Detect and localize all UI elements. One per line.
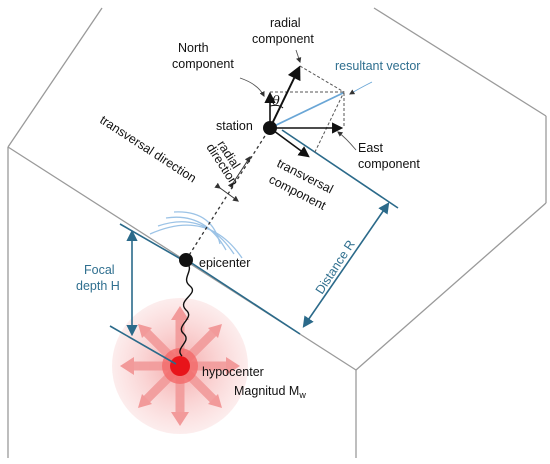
theta-arc	[269, 104, 284, 109]
label-focal-2: depth H	[76, 279, 120, 293]
ne-dashed-box	[270, 91, 345, 128]
block-top-right-edge	[373, 7, 547, 117]
label-east-2: component	[358, 157, 420, 171]
epicenter-marker	[179, 253, 193, 267]
rupture-path	[179, 261, 193, 357]
label-focal-1: Focal	[84, 263, 115, 277]
radial-component-vector	[269, 65, 301, 129]
label-north-1: North	[178, 41, 209, 55]
radial-direction-arrow	[227, 155, 251, 189]
wave-arcs	[149, 211, 243, 259]
magnitude-subscript: w	[298, 390, 306, 400]
label-magnitude: Magnitud Mw	[234, 384, 306, 400]
station-marker	[263, 121, 277, 135]
label-epicenter: epicenter	[199, 256, 250, 270]
focal-depth-dimension	[109, 223, 187, 365]
label-station: station	[216, 119, 253, 133]
transversal-component-vector	[269, 127, 310, 158]
label-radial-comp-2: component	[252, 32, 314, 46]
resultant-vector	[269, 92, 344, 129]
label-hypocenter: hypocenter	[202, 365, 264, 379]
block-right-top-edge	[355, 202, 547, 371]
hypocenter-rupture	[112, 298, 248, 434]
label-transversal-direction: transversal direction	[97, 113, 198, 186]
distance-dimension	[189, 129, 399, 335]
label-resultant-vector: resultant vector	[335, 59, 420, 73]
block-top-left-edge	[7, 7, 103, 148]
label-theta: θ	[272, 94, 280, 109]
hypocenter-core	[170, 356, 190, 376]
leader-lines	[239, 49, 373, 151]
magnitude-main: Magnitud M	[234, 384, 299, 398]
rt-dashed-box	[299, 65, 345, 155]
label-east-1: East	[358, 141, 384, 155]
transversal-direction-arrow	[214, 182, 239, 202]
label-distance: Distance R	[313, 238, 358, 297]
vector-decomposition	[264, 65, 345, 158]
rupture-arrowheads	[120, 306, 240, 426]
label-radial-comp-1: radial	[270, 16, 301, 30]
label-north-2: component	[172, 57, 234, 71]
